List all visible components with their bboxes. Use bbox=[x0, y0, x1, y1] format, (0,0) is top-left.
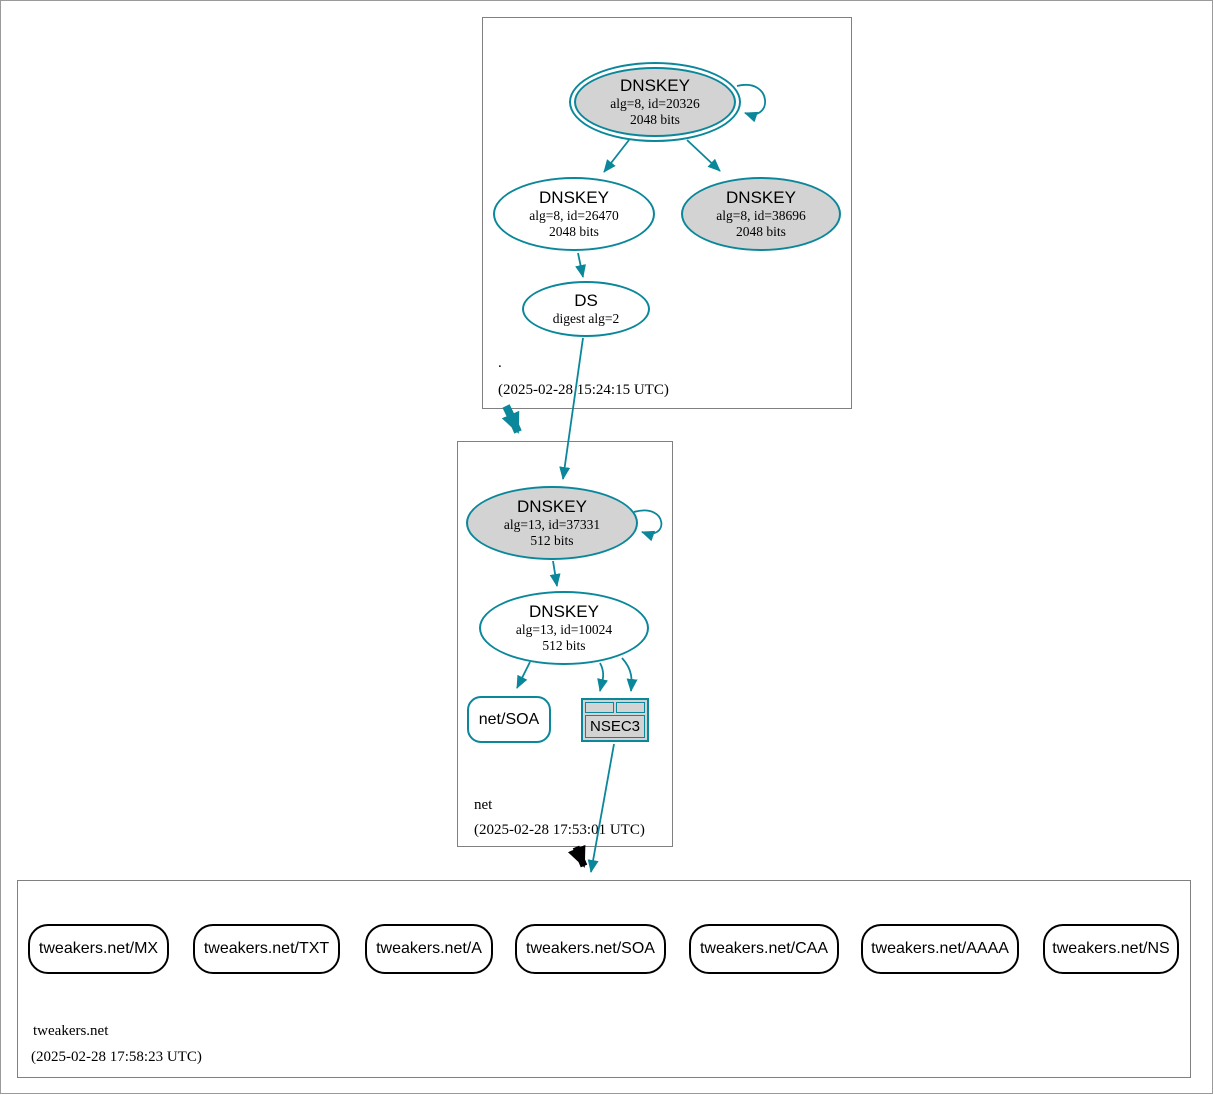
dnskey-node-26470[interactable]: DNSKEY alg=8, id=26470 2048 bits bbox=[493, 177, 655, 251]
nsec3-cell-left bbox=[585, 702, 614, 713]
zone-box-tweakers-net bbox=[17, 880, 1191, 1078]
rrset-node-caa[interactable]: tweakers.net/CAA bbox=[689, 924, 839, 974]
edge-root-zone-to-net-zone bbox=[501, 404, 522, 434]
zone-label-tweakers-net: tweakers.net bbox=[33, 1023, 109, 1039]
rrset-node-net-soa[interactable]: net/SOA bbox=[467, 696, 551, 743]
ds-title: DS bbox=[574, 291, 598, 311]
dnskey-node-10024[interactable]: DNSKEY alg=13, id=10024 512 bits bbox=[479, 591, 649, 665]
dnskey-bits: 512 bits bbox=[530, 532, 574, 548]
dnskey-title: DNSKEY bbox=[620, 76, 690, 96]
dnskey-title: DNSKEY bbox=[539, 188, 609, 208]
dnskey-node-38696[interactable]: DNSKEY alg=8, id=38696 2048 bits bbox=[681, 177, 841, 251]
dnskey-alg-id: alg=13, id=37331 bbox=[503, 516, 601, 532]
dnskey-bits: 2048 bits bbox=[630, 111, 680, 127]
dnskey-alg-id: alg=8, id=20326 bbox=[610, 95, 700, 111]
rrset-node-aaaa[interactable]: tweakers.net/AAAA bbox=[861, 924, 1019, 974]
nsec3-label: NSEC3 bbox=[585, 715, 645, 738]
zone-label-net: net bbox=[474, 797, 493, 813]
dnskey-title: DNSKEY bbox=[726, 188, 796, 208]
rrset-node-soa[interactable]: tweakers.net/SOA bbox=[515, 924, 666, 974]
dnskey-bits: 2048 bits bbox=[549, 223, 599, 239]
dnskey-node-37331[interactable]: DNSKEY alg=13, id=37331 512 bits bbox=[466, 486, 638, 560]
zone-timestamp-root: (2025-02-28 15:24:15 UTC) bbox=[498, 382, 669, 398]
dnskey-bits: 2048 bits bbox=[736, 223, 786, 239]
rrset-node-mx[interactable]: tweakers.net/MX bbox=[28, 924, 169, 974]
rrset-node-ns[interactable]: tweakers.net/NS bbox=[1043, 924, 1179, 974]
zone-timestamp-tweakers-net: (2025-02-28 17:58:23 UTC) bbox=[31, 1049, 202, 1065]
ds-digest: digest alg=2 bbox=[552, 310, 620, 326]
dnskey-alg-id: alg=13, id=10024 bbox=[515, 621, 613, 637]
dnskey-alg-id: alg=8, id=38696 bbox=[716, 207, 806, 223]
rrset-node-a[interactable]: tweakers.net/A bbox=[365, 924, 493, 974]
nsec3-node[interactable]: NSEC3 bbox=[581, 698, 649, 742]
dnskey-title: DNSKEY bbox=[529, 602, 599, 622]
nsec3-header-cells bbox=[585, 702, 645, 713]
dnskey-alg-id: alg=8, id=26470 bbox=[529, 207, 619, 223]
zone-label-root: . bbox=[498, 355, 502, 371]
nsec3-cell-right bbox=[616, 702, 645, 713]
dnskey-node-20326-inner-border: DNSKEY alg=8, id=20326 2048 bits bbox=[574, 67, 736, 137]
dnskey-node-20326[interactable]: DNSKEY alg=8, id=20326 2048 bits bbox=[569, 62, 741, 142]
rrset-node-txt[interactable]: tweakers.net/TXT bbox=[193, 924, 340, 974]
dnskey-bits: 512 bits bbox=[542, 637, 586, 653]
zone-box-root bbox=[482, 17, 852, 409]
dnskey-title: DNSKEY bbox=[517, 497, 587, 517]
ds-node[interactable]: DS digest alg=2 bbox=[522, 281, 650, 337]
zone-timestamp-net: (2025-02-28 17:53:01 UTC) bbox=[474, 822, 645, 838]
edge-net-zone-to-tweakers-zone bbox=[567, 844, 588, 868]
